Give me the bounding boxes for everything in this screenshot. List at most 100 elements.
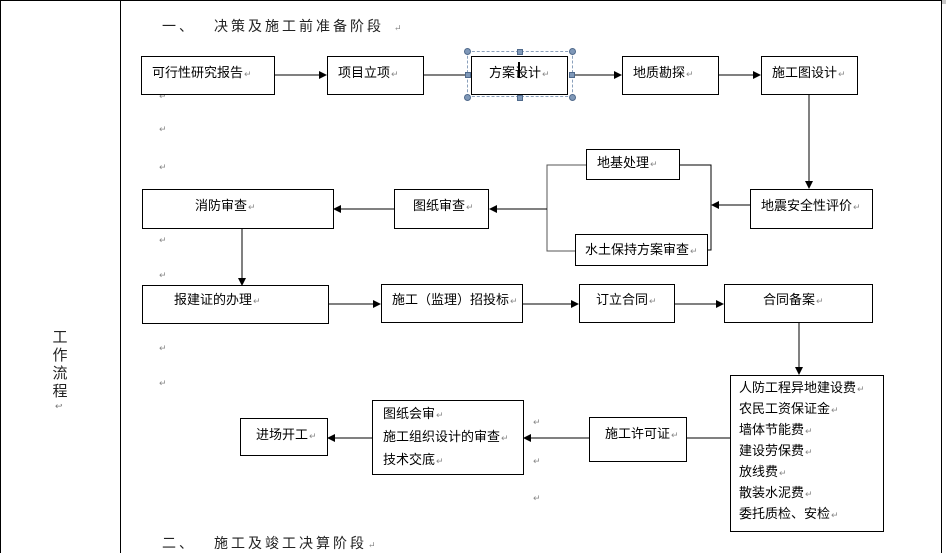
paragraph-mark: ↵: [248, 203, 256, 213]
box-label: 方案设计: [489, 66, 542, 81]
flow-box-contract-filing[interactable]: 合同备案↵: [724, 284, 873, 323]
paragraph-mark: ↵: [159, 271, 167, 281]
flow-box-fire-review[interactable]: 消防审查↵: [142, 189, 334, 229]
paragraph-mark: ↵: [533, 457, 541, 467]
box-label: 可行性研究报告: [152, 66, 244, 81]
paragraph-mark: ↵: [805, 427, 813, 437]
paragraph-mark: ↵: [542, 70, 550, 80]
resize-handle-top[interactable]: [517, 49, 523, 55]
flow-box-drawing-review[interactable]: 图纸审查↵: [394, 189, 489, 229]
paragraph-mark: ↵: [159, 163, 167, 173]
resize-handle-top-left[interactable]: [464, 48, 471, 55]
flow-box-pre-construction-reviews[interactable]: 图纸会审↵ 施工组织设计的审查↵ 技术交底↵: [372, 400, 524, 475]
table-border-top: [0, 0, 942, 1]
paragraph-mark: ↵: [391, 70, 399, 80]
text-cursor: [518, 62, 520, 78]
paragraph-mark: ↵: [159, 344, 167, 354]
fee-item: 散装水泥费↵: [731, 484, 883, 505]
paragraph-mark: ↵: [159, 92, 167, 102]
review-item-text: 技术交底: [383, 453, 436, 468]
review-item: 施工组织设计的审查↵: [373, 427, 523, 450]
box-label: 地质勘探: [633, 66, 686, 81]
flow-box-seismic-safety-evaluation[interactable]: 地震安全性评价↵: [750, 189, 873, 229]
paragraph-mark: ↵: [533, 418, 541, 428]
section-heading-1[interactable]: 一、 决策及施工前准备阶段 ↵: [162, 16, 405, 36]
box-label: 图纸审查: [413, 199, 466, 214]
resize-handle-top-right[interactable]: [569, 48, 576, 55]
side-label-char: 流: [52, 364, 68, 382]
box-label: 施工许可证: [605, 427, 671, 442]
paragraph-mark: ↵: [831, 511, 839, 521]
resize-handle-bottom-left[interactable]: [464, 94, 471, 101]
paragraph-mark: ↵: [159, 379, 167, 389]
review-item-text: 图纸会审: [383, 407, 436, 422]
flow-box-construction-permit[interactable]: 施工许可证↵: [589, 417, 687, 462]
resize-handle-bottom-right[interactable]: [569, 94, 576, 101]
fee-item: 农民工资保证金↵: [731, 400, 883, 421]
flow-box-geological-survey[interactable]: 地质勘探↵: [622, 56, 719, 95]
flow-box-construction-supervision-bidding[interactable]: 施工（监理）招投标↵: [381, 284, 523, 323]
paragraph-mark: ↵: [394, 24, 405, 34]
paragraph-mark: ↵: [838, 70, 846, 80]
cell-end-mark: ↩: [55, 402, 63, 412]
flow-box-scheme-design[interactable]: 方案设计↵: [471, 56, 568, 95]
flow-box-construction-drawing-design[interactable]: 施工图设计↵: [761, 56, 858, 95]
paragraph-mark: ↵: [533, 494, 541, 504]
paragraph-mark: ↵: [501, 434, 509, 444]
section-number: 二、: [162, 536, 196, 552]
paragraph-mark: ↵: [253, 297, 261, 307]
fee-item: 放线费↵: [731, 463, 883, 484]
flow-box-sign-contract[interactable]: 订立合同↵: [579, 284, 675, 323]
section-title: 施工及竣工决算阶段: [214, 536, 367, 552]
resize-handle-right[interactable]: [569, 72, 575, 78]
paragraph-mark: ↵: [159, 125, 167, 135]
paragraph-mark: ↵: [436, 411, 444, 421]
fee-item: 人防工程异地建设费↵: [731, 379, 883, 400]
flow-box-fees-list[interactable]: 人防工程异地建设费↵ 农民工资保证金↵ 墙体节能费↵ 建设劳保费↵ 放线费↵ 散…: [730, 375, 884, 532]
flow-box-project-approval[interactable]: 项目立项↵: [327, 56, 424, 95]
box-label: 消防审查: [195, 199, 248, 214]
paragraph-mark: ↵: [805, 448, 813, 458]
paragraph-mark: ↵: [671, 431, 679, 441]
paragraph-mark: ↵: [309, 432, 317, 442]
box-label: 进场开工: [256, 428, 309, 443]
box-label: 地震安全性评价: [761, 199, 853, 214]
box-label: 项目立项: [338, 66, 391, 81]
flow-box-soil-water-conservation-review[interactable]: 水土保持方案审查↵: [575, 234, 708, 266]
flow-box-start-construction[interactable]: 进场开工↵: [240, 418, 328, 456]
paragraph-mark: ↵: [831, 406, 839, 416]
resize-handle-bottom[interactable]: [517, 95, 523, 101]
fee-item: 建设劳保费↵: [731, 442, 883, 463]
paragraph-mark: ↵: [690, 247, 698, 257]
section-heading-2[interactable]: 二、施工及竣工决算阶段↵: [162, 533, 379, 553]
box-label: 地基处理: [597, 156, 650, 171]
paragraph-mark: ↵: [805, 490, 813, 500]
fee-item-text: 人防工程异地建设费: [739, 381, 857, 396]
box-label: 施工图设计: [772, 66, 838, 81]
fee-item-text: 散装水泥费: [739, 486, 805, 501]
resize-handle-left[interactable]: [465, 72, 471, 78]
table-border-left: [0, 0, 1, 553]
review-item: 图纸会审↵: [373, 404, 523, 427]
box-label: 水土保持方案审查: [585, 243, 690, 258]
flow-box-building-permit-processing[interactable]: 报建证的办理↵: [142, 285, 329, 324]
section-title: 决策及施工前准备阶段: [214, 19, 384, 35]
flow-box-foundation-treatment[interactable]: 地基处理↵: [586, 149, 680, 180]
paragraph-mark: ↵: [436, 457, 444, 467]
fee-item: 墙体节能费↵: [731, 421, 883, 442]
table-column-divider: [120, 0, 121, 553]
box-label: 报建证的办理: [174, 293, 253, 308]
paragraph-mark: ↵: [857, 385, 865, 395]
side-label-char: 工: [52, 328, 68, 346]
page-corner: [942, 0, 946, 4]
fee-item: 委托质检、安检↵: [731, 505, 883, 526]
paragraph-mark: ↵: [650, 160, 658, 170]
section-number: 一、: [162, 19, 196, 35]
side-label-char: 作: [52, 346, 68, 364]
side-label-char: 程: [52, 382, 68, 400]
table-border-right: [941, 0, 942, 553]
flow-box-feasibility-report[interactable]: 可行性研究报告↵: [141, 56, 275, 95]
box-label: 订立合同: [596, 293, 649, 308]
paragraph-mark: ↵: [244, 70, 252, 80]
